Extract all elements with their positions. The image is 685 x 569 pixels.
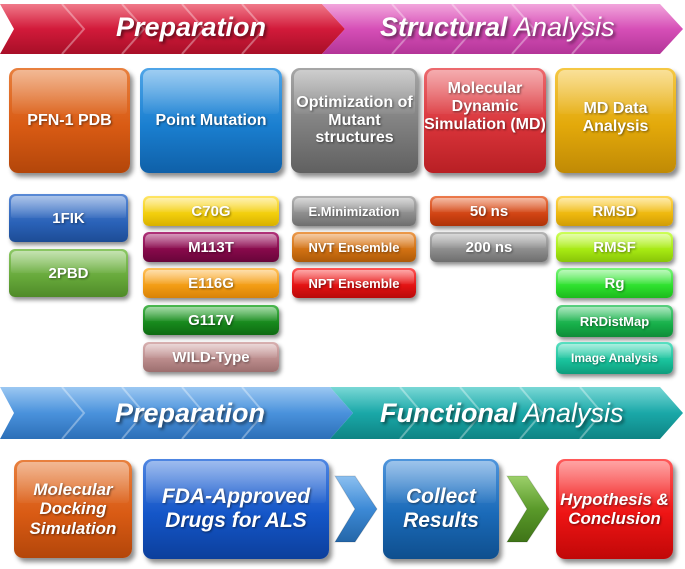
top-banner-left-title: Preparation [116, 12, 267, 42]
mutation-wild-type: WILD-Type [143, 342, 279, 372]
step-e-minimization: E.Minimization [292, 196, 416, 226]
top-banner: Preparation Structural Analysis [0, 0, 685, 58]
analysis-rrdistmap: RRDistMap [556, 305, 673, 337]
mutation-e116g: E116G [143, 268, 279, 298]
header-pfn1-pdb: PFN-1 PDB [9, 68, 130, 173]
analysis-rmsf: RMSF [556, 232, 673, 262]
bottom-banner-graphic [0, 386, 683, 440]
header-md-simulation: Molecular Dynamic Simulation (MD) [424, 68, 546, 173]
md-time-50ns: 50 ns [430, 196, 548, 226]
header-point-mutation: Point Mutation [140, 68, 282, 173]
mutation-g117v: G117V [143, 305, 279, 335]
top-banner-right-title: Structural Analysis [380, 12, 615, 42]
hypothesis-conclusion-box: Hypothesis & Conclusion [556, 459, 673, 559]
header-optimization: Optimization of Mutant structures [291, 68, 418, 173]
flow-arrow-2 [506, 475, 550, 543]
mutation-c70g: C70G [143, 196, 279, 226]
bottom-banner-left-title: Preparation [115, 398, 266, 428]
top-banner-graphic [0, 3, 683, 55]
pdb-2pbd: 2PBD [9, 249, 128, 297]
mutation-m113t: M113T [143, 232, 279, 262]
header-md-data-analysis: MD Data Analysis [555, 68, 676, 173]
pdb-1fik: 1FIK [9, 194, 128, 242]
analysis-rmsd: RMSD [556, 196, 673, 226]
bottom-banner: Preparation Functional Analysis [0, 384, 685, 442]
fda-drugs-box: FDA-Approved Drugs for ALS [143, 459, 329, 559]
molecular-docking-box: Molecular Docking Simulation [14, 460, 132, 558]
analysis-rg: Rg [556, 268, 673, 298]
step-nvt-ensemble: NVT Ensemble [292, 232, 416, 262]
analysis-image-analysis: Image Analysis [556, 342, 673, 374]
bottom-banner-right-title: Functional Analysis [380, 398, 624, 428]
collect-results-box: Collect Results [383, 459, 499, 559]
flow-arrow-1 [334, 475, 378, 543]
md-time-200ns: 200 ns [430, 232, 548, 262]
step-npt-ensemble: NPT Ensemble [292, 268, 416, 298]
